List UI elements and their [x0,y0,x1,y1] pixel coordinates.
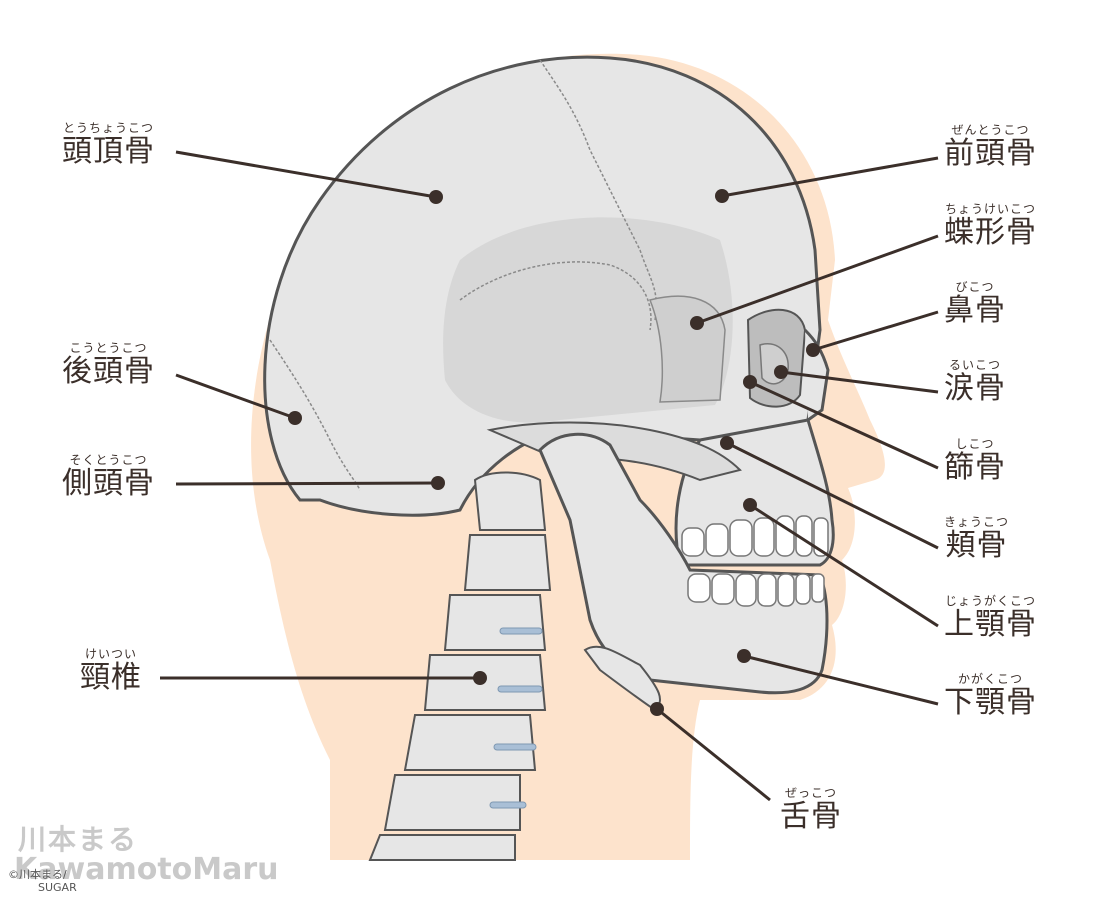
label-sphenoid: ちょうけいこつ 蝶形骨 [944,202,1037,250]
label-lacrimal: るいこつ 涙骨 [944,358,1006,406]
pointer-dots [288,189,820,716]
dot-temporal [431,476,445,490]
text-sphenoid: 蝶形骨 [944,215,1037,250]
label-ethmoid: しこつ 篩骨 [944,437,1006,485]
watermark-line2: KawamotoMaru [14,852,279,887]
text-frontal: 前頭骨 [944,136,1037,171]
leader-zygomatic [726,441,939,550]
ruby-occipital: こうとうこつ [69,341,148,355]
label-maxilla: じょうがくこつ 上顎骨 [944,594,1037,642]
ruby-cervical: けいつい [84,647,137,661]
dot-ethmoid [743,375,757,389]
dot-parietal [429,190,443,204]
text-mandible: 下顎骨 [944,685,1037,720]
leader-mandible [743,654,939,706]
leader-lacrimal [780,370,939,394]
leader-hyoid [656,707,771,802]
lambdoid-suture [269,339,361,491]
squamous-suture [459,261,652,331]
text-nasal: 鼻骨 [944,293,1006,328]
leader-occipital [175,373,296,420]
hyoid-bone [583,645,661,712]
text-occipital: 後頭骨 [62,354,155,389]
label-hyoid: ぜっこつ 舌骨 [780,786,842,834]
dot-maxilla [743,498,757,512]
ruby-lacrimal: るいこつ [948,358,1001,372]
leader-ethmoid [749,380,939,470]
leader-nasal [812,310,939,352]
ruby-maxilla: じょうがくこつ [944,594,1036,608]
ruby-parietal: とうちょうこつ [62,121,154,135]
ruby-zygomatic: きょうこつ [944,515,1010,529]
label-occipital: こうとうこつ 後頭骨 [62,341,155,389]
ruby-hyoid: ぜっこつ [784,786,837,800]
leader-lines [160,150,939,802]
text-maxilla: 上顎骨 [944,607,1037,642]
lower-teeth [687,573,825,607]
ruby-frontal: ぜんとうこつ [951,123,1030,137]
copyright-line1: ©川本まる/ [8,868,67,881]
label-parietal: とうちょうこつ 頭頂骨 [62,121,155,169]
watermark-line1: 川本まる [18,823,139,856]
upper-teeth [681,515,829,557]
dot-occipital [288,411,302,425]
leader-maxilla [749,503,939,628]
label-mandible: かがくこつ 下顎骨 [944,672,1037,720]
temporal-fossa [443,217,733,423]
text-parietal: 頭頂骨 [62,134,155,169]
dot-mandible [737,649,751,663]
text-hyoid: 舌骨 [780,799,842,834]
label-nasal: びこつ 鼻骨 [944,280,1006,328]
dot-cervical [473,671,487,685]
ruby-nasal: びこつ [955,280,995,294]
dot-sphenoid [690,316,704,330]
ruby-temporal: そくとうこつ [69,453,148,467]
text-lacrimal: 涙骨 [944,371,1006,406]
cervical-spine [368,471,552,861]
label-cervical: けいつい 頸椎 [80,647,142,695]
sphenoid-region [648,295,726,403]
dot-frontal [715,189,729,203]
text-ethmoid: 篩骨 [944,450,1006,485]
text-cervical: 頸椎 [80,660,142,695]
copyright-line2: SUGAR [38,881,77,894]
ruby-ethmoid: しこつ [955,437,995,451]
dot-lacrimal [774,365,788,379]
leader-temporal [175,481,439,486]
label-frontal: ぜんとうこつ 前頭骨 [944,123,1037,171]
leader-parietal [175,150,437,199]
leader-frontal [721,156,939,198]
copyright: ©川本まる/ SUGAR [8,868,77,894]
ruby-mandible: かがくこつ [957,672,1023,686]
label-temporal: そくとうこつ 側頭骨 [62,453,155,501]
dot-nasal [806,343,820,357]
coronal-suture [539,59,658,321]
text-temporal: 側頭骨 [62,466,155,501]
label-zygomatic: きょうこつ 頬骨 [944,515,1009,563]
dot-zygomatic [720,436,734,450]
text-zygomatic: 頬骨 [945,528,1008,563]
leader-sphenoid [696,234,939,325]
dot-hyoid [650,702,664,716]
ruby-sphenoid: ちょうけいこつ [944,202,1036,216]
intervertebral-discs [489,627,543,809]
